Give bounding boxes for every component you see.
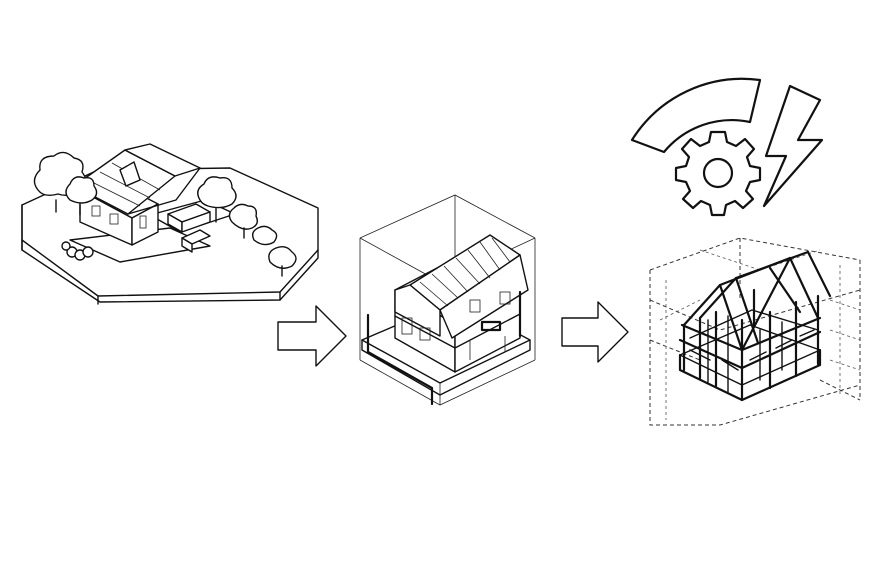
timber-frame-icon	[649, 237, 861, 426]
gear-icon	[674, 130, 762, 217]
arrow-right-icon	[277, 305, 347, 367]
arrow-right-icon	[561, 301, 629, 363]
house-section-icon	[359, 194, 536, 406]
lightning-bolt-icon	[762, 84, 824, 208]
site-landscape-icon	[21, 143, 319, 305]
gauge-icon	[630, 77, 762, 154]
